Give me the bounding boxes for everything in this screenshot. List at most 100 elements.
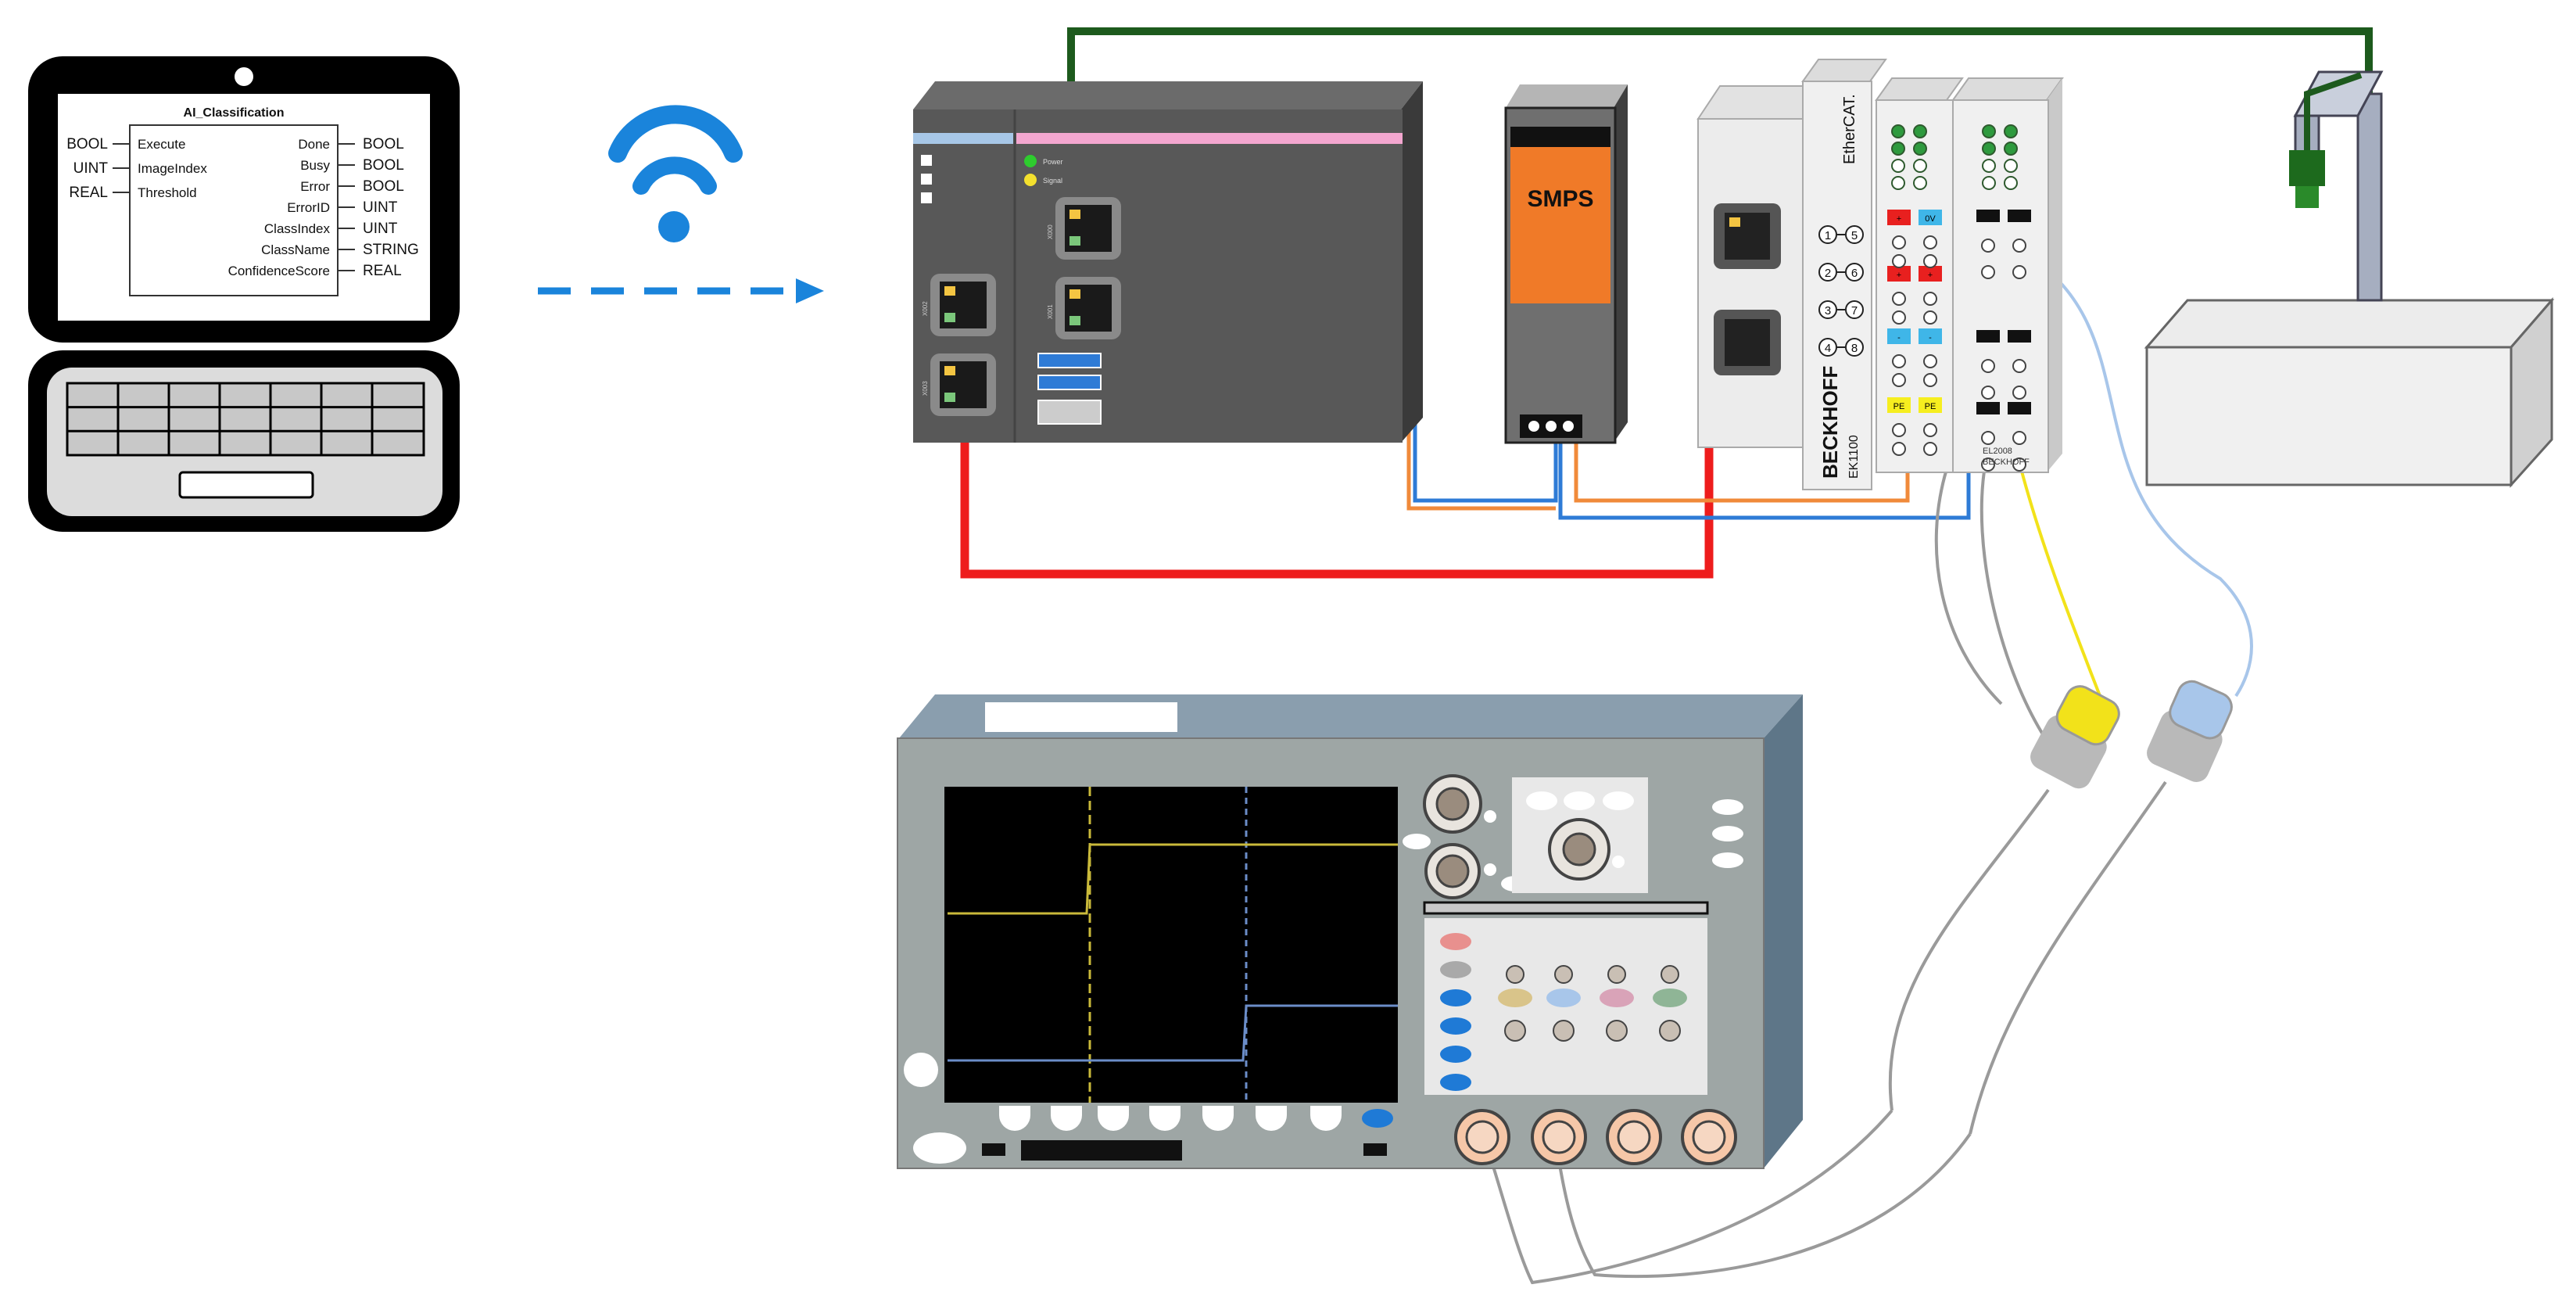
usb-port [1037, 375, 1102, 390]
port-label: X001 [1047, 304, 1054, 319]
ethernet-port: X002 [922, 274, 996, 336]
port-label: X003 [922, 381, 929, 396]
io-terminal-model: EL2008 [1983, 447, 2012, 456]
coupler-model: EK1100 [1847, 435, 1861, 479]
channel-button[interactable] [1653, 988, 1687, 1007]
fb-input-type: UINT [73, 160, 109, 177]
address-switch-label: 7 [1851, 304, 1858, 318]
soft-key[interactable] [1310, 1106, 1342, 1131]
soft-key[interactable] [1149, 1106, 1181, 1131]
camera-icon [2289, 150, 2325, 208]
oscilloscope-knobs [1403, 774, 1743, 899]
fb-output-name: ClassIndex [264, 221, 331, 236]
power-terminal-contact-label: + [1897, 271, 1901, 280]
channel-inputs [1454, 1109, 1737, 1165]
fb-output-name: ConfidenceScore [228, 264, 330, 278]
ethercat-coupler: EtherCAT. 1 5 2 6 3 7 4 8 BECKHOFF EK1100 [1696, 59, 1887, 490]
power-terminal-contact-label: PE [1893, 402, 1905, 411]
fb-output-type: REAL [363, 263, 402, 279]
io-terminal-el2008: EL2008 BECKHOFF [1951, 77, 2064, 473]
wifi-icon [608, 105, 743, 242]
laptop-keyboard [66, 382, 425, 457]
panel-knob[interactable] [1606, 1020, 1628, 1042]
panel-button[interactable] [1440, 1074, 1471, 1091]
camera-mount [2293, 70, 2384, 302]
channel-button[interactable] [1600, 988, 1634, 1007]
soft-key[interactable] [1256, 1106, 1287, 1131]
power-terminal-contact-label: + [1897, 214, 1901, 224]
panel-button[interactable] [1440, 961, 1471, 978]
panel-knob[interactable] [1607, 965, 1626, 984]
fb-input-type: BOOL [66, 136, 108, 152]
panel-knob[interactable] [1506, 965, 1524, 984]
ethernet-port: X001 [1047, 277, 1121, 339]
fb-output-name: ClassName [261, 242, 330, 257]
panel-button[interactable] [1440, 989, 1471, 1006]
soft-key[interactable] [1051, 1106, 1082, 1131]
address-switch-label: 1 [1825, 229, 1831, 242]
power-supply-smps: SMPS [1504, 84, 1628, 444]
soft-key[interactable] [1098, 1106, 1129, 1131]
power-terminal-contact-label: - [1897, 333, 1901, 343]
ethernet-port: X000 [1047, 197, 1121, 260]
oscilloscope-traces [948, 787, 1398, 1103]
panel-knob[interactable] [1554, 965, 1573, 984]
touchpad [178, 471, 314, 499]
signal-led [1024, 174, 1037, 186]
power-terminal-contact-label: PE [1925, 402, 1936, 411]
fb-output-type: UINT [363, 199, 398, 216]
bnc-connector [1606, 1109, 1662, 1165]
oscilloscope-label-plate [985, 702, 1177, 732]
address-switch-label: 5 [1851, 229, 1858, 242]
address-switch-label: 3 [1825, 304, 1831, 318]
power-terminal-contact-label: - [1929, 333, 1932, 343]
address-switch-label: 8 [1851, 342, 1858, 355]
panel-knob[interactable] [1661, 965, 1679, 984]
address-switch-label: 6 [1851, 267, 1858, 280]
oscilloscope-screen [944, 787, 1398, 1103]
ethercat-logo: EtherCAT. [1841, 94, 1858, 164]
smps-label: SMPS [1527, 186, 1593, 212]
fb-output-type: UINT [363, 221, 398, 237]
fb-output-type: BOOL [363, 136, 404, 152]
function-block-title: AI_Classification [184, 106, 285, 120]
dashed-arrow-icon [538, 278, 824, 303]
bnc-connector [1681, 1109, 1737, 1165]
channel-button[interactable] [1498, 988, 1532, 1007]
soft-key[interactable] [1202, 1106, 1234, 1131]
fb-output-name: Busy [300, 158, 330, 173]
panel-knob[interactable] [1659, 1020, 1681, 1042]
display-port [1037, 400, 1102, 425]
fb-input-type: REAL [69, 185, 108, 201]
bnc-connector [1531, 1109, 1587, 1165]
signal-led-label: Signal [1043, 177, 1062, 185]
fb-input-name: ImageIndex [138, 161, 207, 176]
fb-input-name: Execute [138, 137, 185, 152]
fb-output-name: Error [300, 179, 330, 194]
oscilloscope [897, 694, 1803, 1169]
address-switch-label: 2 [1825, 267, 1831, 280]
panel-button[interactable] [1440, 1017, 1471, 1035]
panel-button[interactable] [1440, 933, 1471, 950]
panel-knob[interactable] [1504, 1020, 1526, 1042]
soft-key[interactable] [1362, 1109, 1393, 1128]
power-terminal-contact-label: 0V [1925, 214, 1936, 224]
coupler-brand: BECKHOFF [1818, 366, 1842, 479]
address-switch-label: 4 [1825, 342, 1831, 355]
fb-output-type: BOOL [363, 157, 404, 174]
bnc-connector [1454, 1109, 1510, 1165]
fb-output-name: Done [298, 137, 330, 152]
probe-blue [2147, 680, 2233, 782]
port-label: X002 [922, 301, 929, 316]
power-terminal-contact-label: + [1928, 271, 1933, 280]
channel-button[interactable] [1546, 988, 1581, 1007]
soft-key[interactable] [999, 1106, 1030, 1131]
panel-button[interactable] [1440, 1046, 1471, 1063]
power-led-label: Power [1043, 158, 1063, 166]
fb-output-type: STRING [363, 242, 419, 258]
panel-knob[interactable] [1553, 1020, 1575, 1042]
